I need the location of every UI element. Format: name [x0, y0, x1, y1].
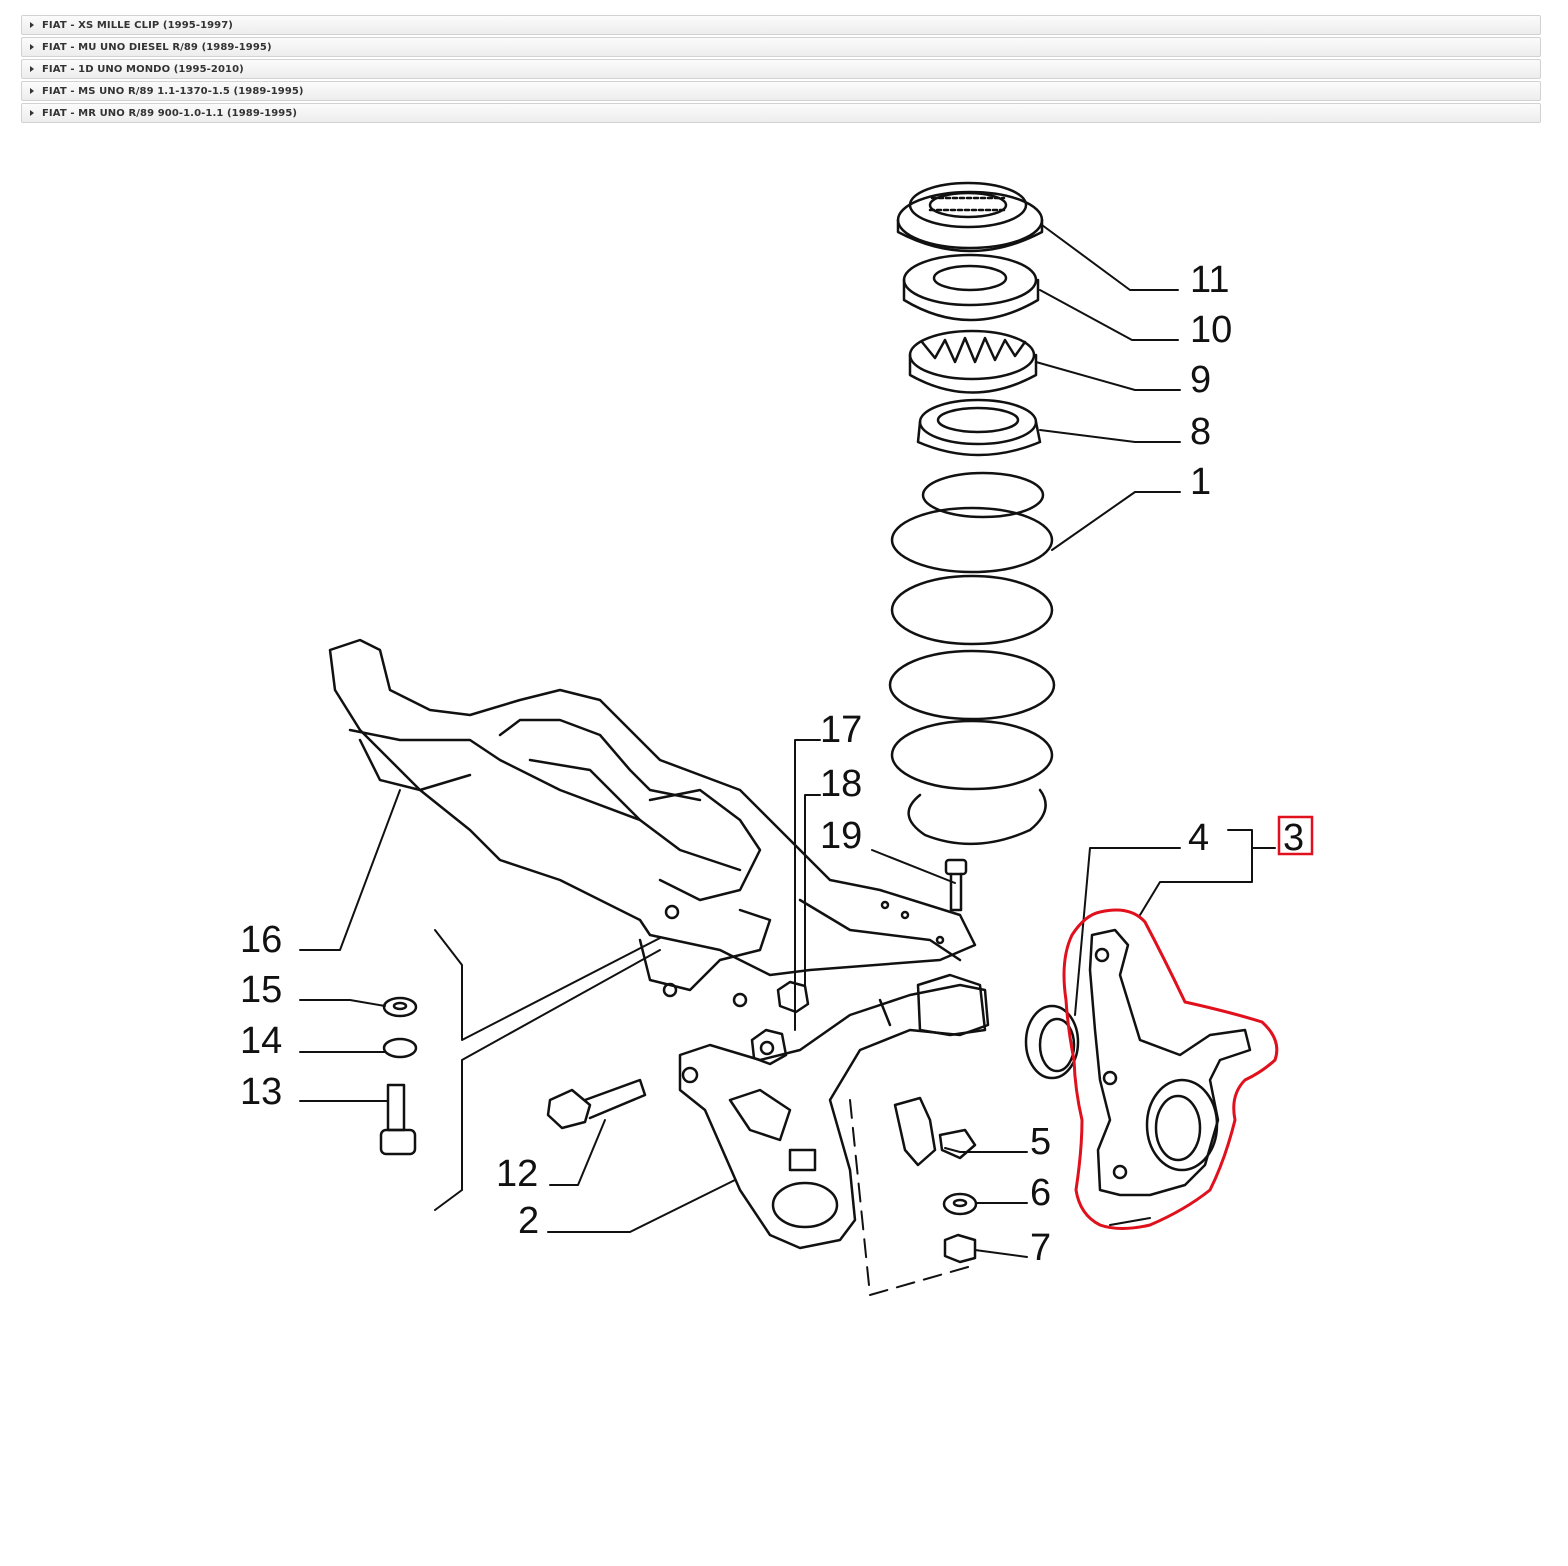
part-bolt-19[interactable]	[944, 858, 968, 912]
part-subframe[interactable]	[328, 638, 977, 1008]
part-seat-ring[interactable]	[916, 398, 1042, 457]
leader-lines	[299, 224, 1276, 1296]
callout-18[interactable]: 18	[820, 763, 862, 805]
callout-7[interactable]: 7	[1030, 1227, 1051, 1269]
callout-15[interactable]: 15	[240, 969, 282, 1011]
caret-right-icon	[30, 88, 34, 94]
part-washer-15[interactable]	[382, 996, 418, 1018]
callout-9[interactable]: 9	[1190, 359, 1211, 401]
callout-1[interactable]: 1	[1190, 461, 1211, 503]
callout-4[interactable]: 4	[1188, 817, 1209, 859]
callout-11[interactable]: 11	[1190, 259, 1229, 301]
accordion-item-mu-uno-diesel[interactable]: FIAT - MU UNO DIESEL R/89 (1989-1995)	[21, 37, 1541, 57]
accordion-item-label: FIAT - 1D UNO MONDO (1995-2010)	[42, 63, 244, 75]
part-top-mount[interactable]	[896, 181, 1044, 253]
callout-17[interactable]: 17	[820, 709, 862, 751]
accordion-item-xs-mille-clip[interactable]: FIAT - XS MILLE CLIP (1995-1997)	[21, 15, 1541, 35]
part-coil-spring[interactable]	[888, 471, 1056, 846]
part-steering-knuckle-3[interactable]	[1088, 928, 1252, 1197]
part-nut-18[interactable]	[776, 980, 810, 1014]
accordion-item-label: FIAT - XS MILLE CLIP (1995-1997)	[42, 19, 233, 31]
part-nut-7[interactable]	[943, 1233, 977, 1264]
callout-16[interactable]: 16	[240, 919, 282, 961]
part-dust-ring-4[interactable]	[1024, 1004, 1080, 1080]
highlight-box-3	[1277, 815, 1314, 856]
caret-right-icon	[30, 66, 34, 72]
caret-right-icon	[30, 22, 34, 28]
callout-14[interactable]: 14	[240, 1020, 282, 1062]
callout-2[interactable]: 2	[518, 1200, 539, 1242]
callout-5[interactable]: 5	[1030, 1121, 1051, 1163]
highlight-outline	[1062, 908, 1279, 1230]
part-bolt-13[interactable]	[379, 1083, 417, 1156]
part-bracket-5[interactable]	[893, 1096, 977, 1167]
model-accordion: FIAT - XS MILLE CLIP (1995-1997) FIAT - …	[21, 15, 1541, 125]
accordion-item-label: FIAT - MS UNO R/89 1.1-1370-1.5 (1989-19…	[42, 85, 304, 97]
callout-numbers: 11 10 9 8 1 4 3 17 18 19 16 15 14 13 12 …	[240, 259, 1304, 1269]
callout-19[interactable]: 19	[820, 815, 862, 857]
part-washer-6[interactable]	[942, 1192, 978, 1216]
part-bolt-12[interactable]	[546, 1078, 647, 1130]
part-spring-washer-14[interactable]	[382, 1037, 418, 1059]
callout-6[interactable]: 6	[1030, 1172, 1051, 1214]
callout-8[interactable]: 8	[1190, 411, 1211, 453]
part-bearing-ring[interactable]	[908, 329, 1038, 394]
callout-12[interactable]: 12	[496, 1153, 538, 1195]
part-control-arm[interactable]	[678, 973, 990, 1250]
accordion-item-ms-uno[interactable]: FIAT - MS UNO R/89 1.1-1370-1.5 (1989-19…	[21, 81, 1541, 101]
caret-right-icon	[30, 110, 34, 116]
callout-13[interactable]: 13	[240, 1071, 282, 1113]
callout-3[interactable]: 3	[1283, 817, 1304, 859]
part-spring-seat[interactable]	[902, 253, 1040, 322]
accordion-item-label: FIAT - MU UNO DIESEL R/89 (1989-1995)	[42, 41, 272, 53]
accordion-item-label: FIAT - MR UNO R/89 900-1.0-1.1 (1989-199…	[42, 107, 298, 119]
accordion-item-mr-uno[interactable]: FIAT - MR UNO R/89 900-1.0-1.1 (1989-199…	[21, 103, 1541, 123]
callout-10[interactable]: 10	[1190, 309, 1232, 351]
caret-right-icon	[30, 44, 34, 50]
accordion-item-1d-uno-mondo[interactable]: FIAT - 1D UNO MONDO (1995-2010)	[21, 59, 1541, 79]
